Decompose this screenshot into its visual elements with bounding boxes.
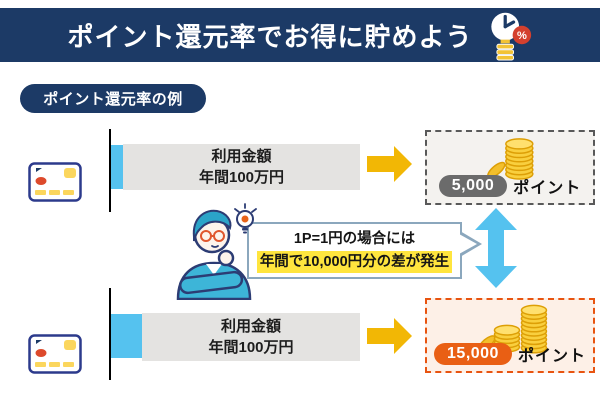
axis-line xyxy=(109,288,111,380)
points-unit: ポイント xyxy=(517,348,586,365)
points-row: 15,000 ポイント xyxy=(434,342,586,366)
header-banner: ポイント還元率でお得に貯めよう % xyxy=(0,8,600,62)
arrow-right-icon xyxy=(367,146,412,182)
usage-line2: 年間100万円 xyxy=(198,169,285,186)
axis-line xyxy=(109,129,111,212)
points-unit: ポイント xyxy=(513,180,582,197)
callout-line2: 年間で10,000円分の差が発生 xyxy=(256,250,453,273)
thinking-person-illustration xyxy=(176,203,257,300)
result-box-low: 5,000 ポイント xyxy=(425,130,595,205)
rate-bar-low xyxy=(111,145,123,189)
rate-bar-high xyxy=(111,314,142,358)
usage-line2: 年間100万円 xyxy=(208,339,294,356)
coin-stack-icon xyxy=(487,138,534,180)
callout-line1: 1P=1円の場合には xyxy=(293,231,416,248)
percent-label: % xyxy=(516,30,526,42)
points-row: 5,000 ポイント xyxy=(438,174,582,198)
idea-lightbulb-icon xyxy=(234,203,257,234)
credit-card-icon xyxy=(28,162,82,202)
usage-line1: 利用金額 xyxy=(220,318,281,335)
usage-amount-box: 利用金額 年間100万円 xyxy=(123,144,360,190)
coin-stacks-icon xyxy=(478,304,548,354)
difference-arrow-icon xyxy=(475,208,517,288)
credit-card-icon xyxy=(28,334,82,374)
page-title: ポイント還元率でお得に貯めよう xyxy=(67,21,473,52)
arrow-right-icon xyxy=(367,318,412,354)
usage-line1: 利用金額 xyxy=(211,148,272,165)
points-badge: 15,000 xyxy=(434,343,512,365)
speech-bubble: 1P=1円の場合には 年間で10,000円分の差が発生 xyxy=(247,222,482,279)
clock-coins-percent-icon: % xyxy=(490,12,531,61)
section-label: ポイント還元率の例 xyxy=(20,84,206,113)
result-box-high: 15,000 ポイント xyxy=(425,298,595,373)
points-badge: 5,000 xyxy=(438,175,508,197)
usage-amount-box: 利用金額 年間100万円 xyxy=(142,313,360,361)
